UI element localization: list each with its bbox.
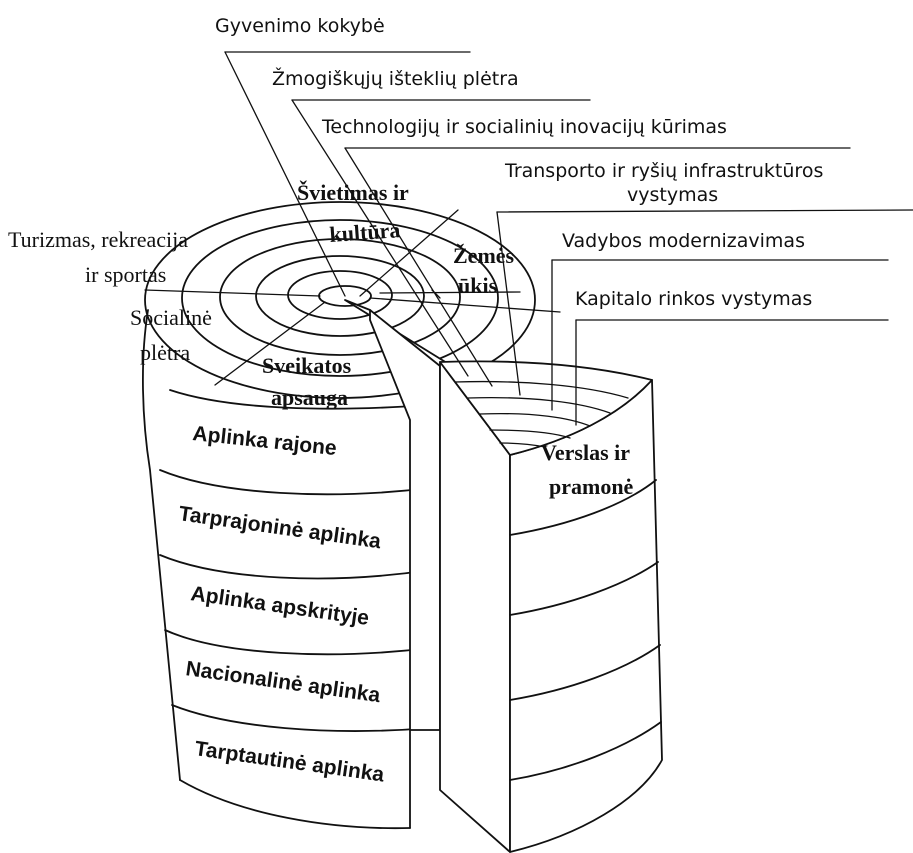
sector-spoke bbox=[370, 298, 560, 312]
band-aplinka-rajone: Aplinka rajone bbox=[191, 422, 337, 460]
callout-kapitalo: Kapitalo rinkos vystymas bbox=[575, 288, 812, 310]
sector-zemes-2: ūkis bbox=[458, 273, 498, 298]
sector-verslas-2: pramonė bbox=[549, 474, 634, 499]
sector-turizmas-1: Turizmas, rekreacija bbox=[8, 227, 188, 252]
callout-technologiju: Technologijų ir socialinių inovacijų kūr… bbox=[321, 116, 727, 138]
callout-transporto-2: vystymas bbox=[627, 184, 718, 206]
cylinder-left-edge bbox=[143, 310, 180, 780]
callout-transporto-1: Transporto ir ryšių infrastruktūros bbox=[504, 160, 823, 182]
leader-transporto bbox=[497, 210, 913, 212]
callout-zmogiskuju: Žmogiškųjų išteklių plėtra bbox=[272, 67, 519, 90]
sector-turizmas-2: ir sportas bbox=[85, 262, 166, 287]
band-tarprajonine: Tarprajoninė aplinka bbox=[177, 502, 382, 553]
sector-spoke bbox=[380, 292, 520, 293]
band-nacionaline: Nacionalinė aplinka bbox=[184, 657, 382, 707]
cylinder-bottom-rim bbox=[180, 780, 410, 828]
sector-verslas-1: Verslas ir bbox=[541, 440, 630, 465]
band-tarptautine: Tarptautinė aplinka bbox=[193, 737, 386, 786]
sector-socialine-2: plėtra bbox=[140, 340, 190, 365]
band-divider bbox=[172, 705, 430, 731]
sector-zemes-1: Žemės bbox=[453, 243, 515, 268]
sector-svietimas-1: Švietimas ir bbox=[297, 180, 409, 205]
callout-vadybos: Vadybos modernizavimas bbox=[562, 230, 805, 252]
sector-sveikatos-1: Sveikatos bbox=[262, 353, 352, 378]
sector-sveikatos-2: apsauga bbox=[271, 385, 348, 410]
band-divider bbox=[160, 470, 430, 494]
band-aplinka-apskrityje: Aplinka apskrityje bbox=[189, 582, 370, 630]
sector-socialine-1: Socialinė bbox=[130, 305, 212, 330]
band-divider bbox=[160, 555, 430, 578]
sector-spoke bbox=[145, 290, 320, 296]
band-divider bbox=[165, 630, 430, 654]
sector-svietimas-2: kultūra bbox=[329, 217, 401, 247]
callout-gyvenimo-kokybe: Gyvenimo kokybė bbox=[215, 15, 385, 37]
